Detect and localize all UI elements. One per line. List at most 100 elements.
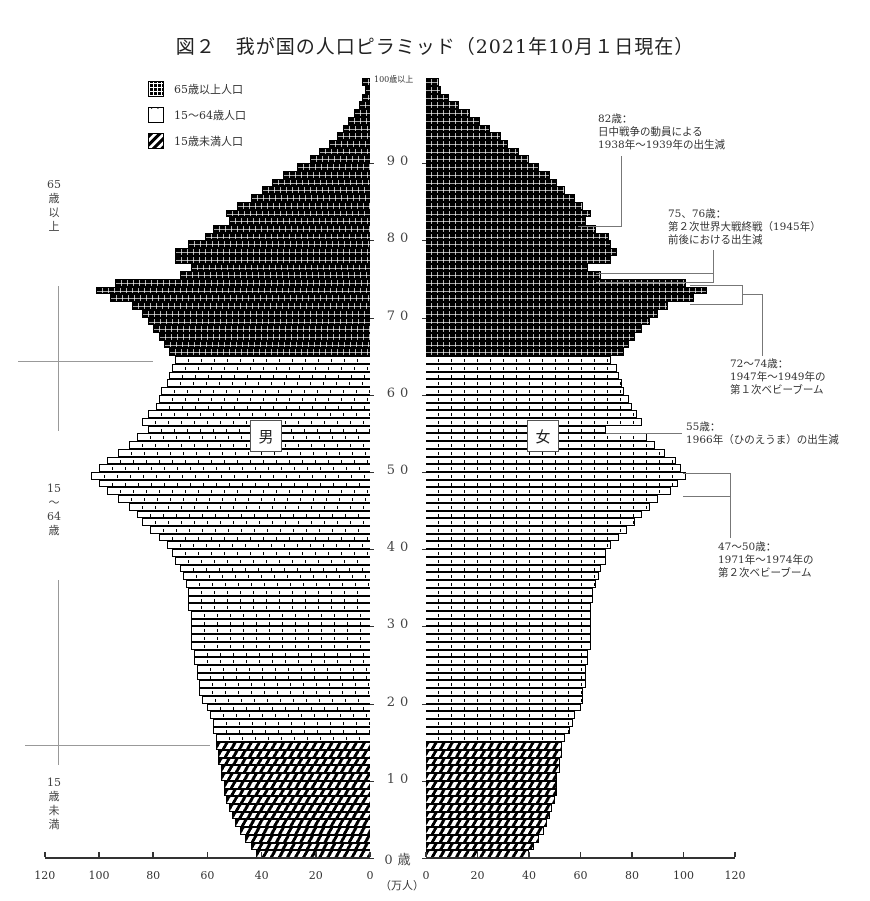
female-bar-age-23 [426,672,586,681]
male-bar-age-39 [172,549,370,557]
female-bar-age-29 [426,626,591,635]
female-bar-age-42 [426,526,627,534]
age-top-label: 100歳以上 [374,75,414,84]
annotation-bracket [596,273,714,283]
female-bar-age-100 [426,78,439,86]
female-bar-age-90 [426,155,529,164]
male-bar-age-32 [188,603,370,611]
female-bar-age-26 [426,649,589,658]
female-bar-age-45 [426,502,651,511]
female-bar-age-40 [426,541,612,550]
age-tick-mark [370,780,374,782]
x-tick-mark [152,852,154,857]
age-tick-label: 60 [386,385,414,401]
female-bar-age-27 [426,641,591,650]
female-bar-age-36 [426,572,599,581]
male-label: 男 [250,420,282,452]
female-bar-age-49 [426,472,687,480]
male-bar-age-29 [191,626,370,635]
female-bar-age-61 [426,379,622,388]
female-bar-age-33 [426,595,594,604]
female-bar-age-69 [426,317,651,326]
female-bar-age-85 [426,194,576,202]
age-tick-mark [370,240,374,242]
age-tick-label: 20 [386,694,414,710]
young-swatch-icon [148,133,164,149]
legend-label: 15～64歳人口 [174,109,246,122]
x-tick-label: 20 [308,869,323,882]
age-tick-mark [422,394,426,396]
female-bar-age-15 [426,734,566,743]
age-tick-mark [370,394,374,396]
male-bar-age-48 [99,479,370,488]
age-tick-label: 40 [386,540,414,556]
female-bar-age-3 [426,827,545,835]
group-divider-65 [18,361,153,362]
female-bar-age-71 [426,302,669,310]
female-bar-age-31 [426,610,591,619]
annotation-82: 82歳： 日中戦争の動員による 1938年～1939年の出生減 [598,113,725,151]
annotation-75-76: 75、76歳： 第２次世界大戦終戦（1945年） 前後における出生減 [668,208,821,246]
group-label-old: 65 歳 以 上 [47,178,61,233]
female-bar-age-6 [426,803,553,812]
female-bar-age-64 [426,356,612,364]
group-label-mid: 15 ～ 64 歳 [47,482,61,537]
male-bar-age-16 [212,726,370,735]
female-bar-age-51 [426,456,676,465]
male-bar-age-21 [199,688,370,696]
female-bar-age-68 [426,325,643,334]
female-bar-age-30 [426,618,591,627]
male-bar-age-40 [166,541,370,550]
age-tick-mark [422,163,426,165]
female-bar-age-41 [426,533,620,542]
legend-item-young: 15歳未満人口 [148,128,246,154]
male-bar-age-36 [183,572,370,581]
legend-label: 15歳未満人口 [174,135,243,148]
male-bar-age-99 [364,86,370,94]
x-tick-label: 100 [88,869,110,882]
annotation-leader [578,226,622,227]
x-tick-label: 0 [422,869,430,882]
male-bar-age-3 [239,827,370,835]
female-bar-age-35 [426,580,596,588]
legend-item-mid: 15～64歳人口 [148,102,246,128]
age-tick-label: 90 [386,154,414,170]
x-axis-unit: （万人） [380,879,424,892]
x-tick-mark [260,852,263,857]
female-bar-age-39 [426,549,607,557]
male-bar-age-67 [158,333,370,341]
male-bar-age-25 [193,657,370,665]
male-bar-age-81 [212,224,370,233]
male-bar-age-51 [107,456,370,465]
male-bar-age-69 [147,317,370,326]
male-bar-age-49 [90,472,370,480]
male-bar-age-72 [109,294,370,303]
male-bar-age-7 [226,796,370,804]
male-bar-age-98 [361,93,370,102]
male-bar-age-89 [296,163,370,171]
male-bar-age-15 [215,734,370,743]
male-bar-age-79 [188,240,370,249]
female-bar-age-1 [426,842,535,851]
male-bar-age-91 [318,147,370,156]
age-tick-mark [422,317,426,319]
male-bar-age-97 [359,101,370,110]
female-bar-age-25 [426,657,589,665]
female-bar-age-47 [426,487,671,496]
x-tick-mark [315,852,317,857]
male-bar-age-2 [245,834,370,843]
female-bar-age-7 [426,796,555,804]
age-tick-mark [422,703,426,705]
annotation-leader [762,294,763,356]
group-divider-vertical [58,286,59,431]
male-bar-age-59 [158,394,370,403]
age-tick-mark [422,549,426,551]
male-bar-age-37 [180,564,370,573]
x-tick-mark [425,852,427,857]
male-bar-age-63 [172,363,370,372]
female-bar-age-32 [426,603,591,611]
age-tick-mark [422,240,426,242]
male-bar-age-58 [155,402,370,411]
male-bar-age-6 [229,803,370,812]
male-bar-age-96 [353,109,370,117]
